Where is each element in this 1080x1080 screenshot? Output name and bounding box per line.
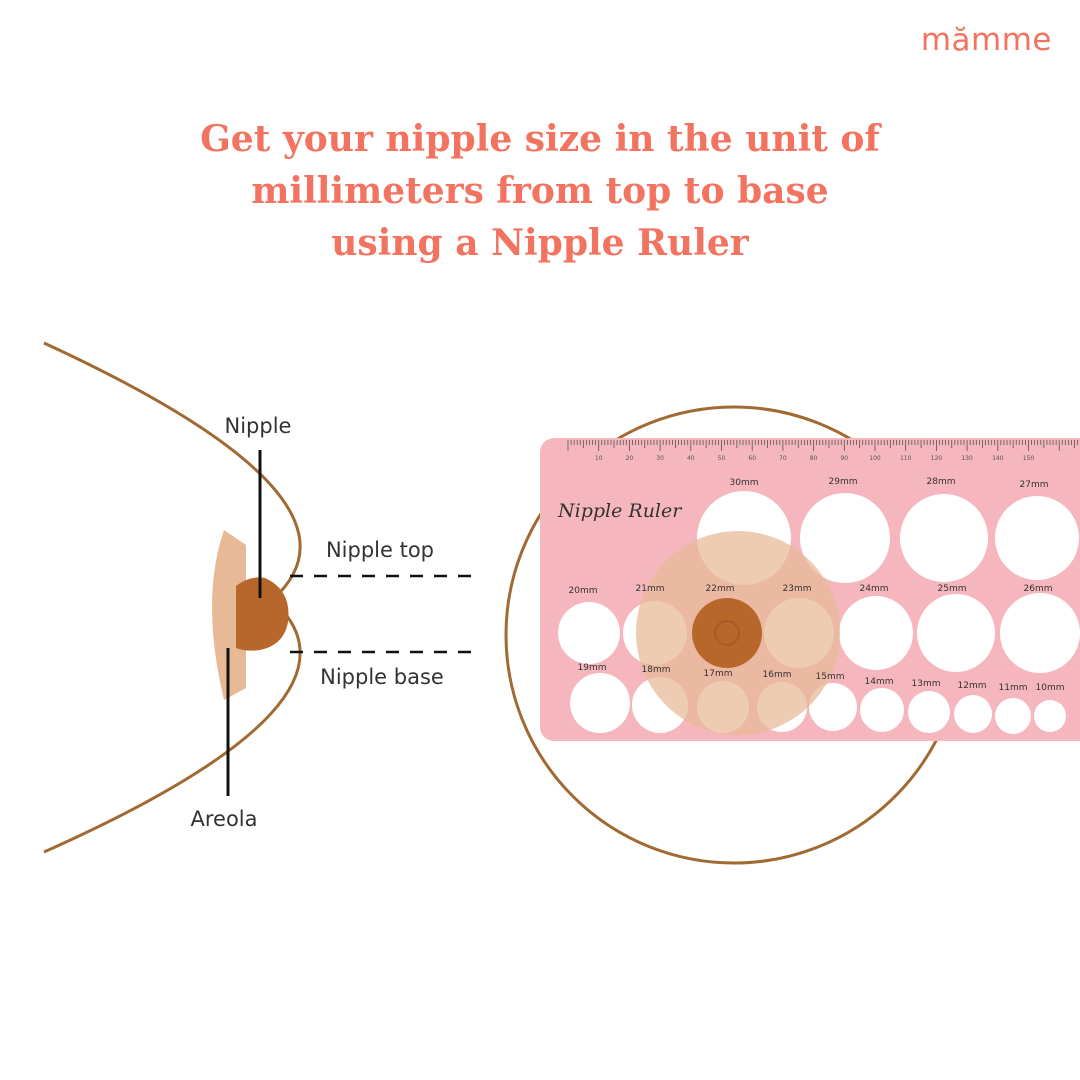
- ruler-scale-label: 110: [900, 455, 912, 462]
- hole-label-20mm: 20mm: [569, 586, 598, 596]
- hole-label-10mm: 10mm: [1036, 683, 1065, 693]
- hole-label-11mm: 11mm: [999, 683, 1028, 693]
- hole-label-29mm: 29mm: [829, 477, 858, 487]
- hole-label-26mm: 26mm: [1024, 584, 1053, 594]
- hole-label-15mm: 15mm: [816, 672, 845, 682]
- ruler-scale-label: 50: [718, 455, 726, 462]
- hole-label-24mm: 24mm: [860, 584, 889, 594]
- ruler-nipple: [692, 598, 762, 668]
- hole-14mm: [860, 688, 904, 732]
- ruler-scale-label: 60: [748, 455, 756, 462]
- hole-10mm: [1034, 700, 1066, 732]
- hole-24mm: [839, 596, 913, 670]
- hole-25mm: [917, 594, 995, 672]
- ruler-scale-label: 70: [779, 455, 787, 462]
- hole-19mm: [570, 673, 630, 733]
- hole-label-22mm: 22mm: [706, 584, 735, 594]
- ruler-scale-label: 80: [810, 455, 818, 462]
- hole-label-23mm: 23mm: [783, 584, 812, 594]
- hole-29mm: [800, 493, 890, 583]
- hole-label-14mm: 14mm: [865, 677, 894, 687]
- brand-logo: mămme: [920, 22, 1052, 58]
- ruler-scale-labels: 10 20 30 40 50 60 70 80 90 100 110 120 130 140 150: [595, 455, 1035, 462]
- hole-label-30mm: 30mm: [730, 478, 759, 488]
- nipple-base-label: Nipple base: [320, 665, 444, 689]
- hole-11mm: [995, 698, 1031, 734]
- hole-label-19mm: 19mm: [578, 663, 607, 673]
- ruler-scale-label: 20: [626, 455, 634, 462]
- hole-label-18mm: 18mm: [642, 665, 671, 675]
- hole-label-17mm: 17mm: [704, 669, 733, 679]
- ruler-scale-label: 150: [1023, 455, 1035, 462]
- hole-15mm: [809, 683, 857, 731]
- hole-label-21mm: 21mm: [636, 584, 665, 594]
- areola-shape: [212, 530, 246, 700]
- ruler-scale: [567, 440, 1079, 451]
- nipple-shape: [236, 577, 289, 651]
- ruler-hole-labels: 30mm 29mm 28mm 27mm 20mm 21mm 22mm 23mm …: [569, 477, 1065, 693]
- ruler-title: Nipple Ruler: [557, 500, 683, 522]
- headline-line-2: millimeters from top to base: [251, 170, 829, 212]
- ruler-scale-label: 10: [595, 455, 603, 462]
- hole-12mm: [954, 695, 992, 733]
- ruler-scale-label: 40: [687, 455, 695, 462]
- nipple-ruler-illustration: 10 20 30 40 50 60 70 80 90 100 110 120 130 140 150 Nip…: [504, 405, 1080, 865]
- ruler-scale-label: 140: [992, 455, 1004, 462]
- ruler-scale-label: 130: [961, 455, 973, 462]
- breast-illustration: Nipple Nipple top Nipple base Areola: [43, 341, 476, 854]
- headline: Get your nipple size in the unit of mill…: [0, 113, 1080, 269]
- ruler-scale-label: 120: [931, 455, 943, 462]
- areola-label: Areola: [190, 807, 257, 831]
- hole-label-28mm: 28mm: [927, 477, 956, 487]
- hole-label-27mm: 27mm: [1020, 480, 1049, 490]
- ruler-scale-label: 90: [840, 455, 848, 462]
- headline-line-3: using a Nipple Ruler: [331, 222, 749, 264]
- hole-label-12mm: 12mm: [958, 681, 987, 691]
- nipple-top-label: Nipple top: [326, 538, 434, 562]
- hole-label-13mm: 13mm: [912, 679, 941, 689]
- hole-label-25mm: 25mm: [938, 584, 967, 594]
- ruler-scale-label: 30: [656, 455, 664, 462]
- hole-28mm: [900, 494, 988, 582]
- hole-label-16mm: 16mm: [763, 670, 792, 680]
- ruler-nipple-tip: [714, 620, 740, 646]
- nipple-label: Nipple: [225, 414, 292, 438]
- hole-27mm: [995, 496, 1079, 580]
- hole-13mm: [908, 691, 950, 733]
- hole-20mm: [558, 602, 620, 664]
- ruler-scale-label: 100: [869, 455, 881, 462]
- hole-26mm: [1000, 593, 1080, 673]
- headline-line-1: Get your nipple size in the unit of: [200, 118, 880, 160]
